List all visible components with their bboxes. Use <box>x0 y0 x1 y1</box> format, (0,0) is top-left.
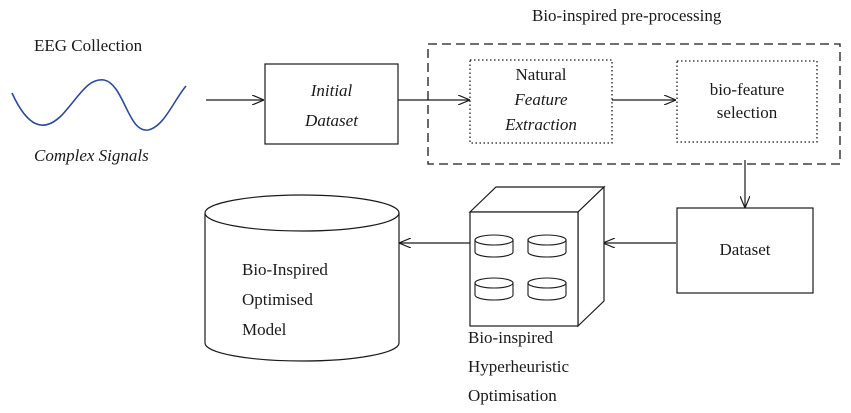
model-label-3: Model <box>242 320 287 339</box>
feature-selection-box <box>676 60 818 143</box>
dataset-box <box>676 207 814 294</box>
feature-extraction-label-2: Feature <box>514 90 568 109</box>
preprocessing-title: Bio-inspired pre-processing <box>532 6 722 25</box>
eeg-collection-label: EEG Collection <box>34 36 143 55</box>
model-label-1: Bio-Inspired <box>242 260 328 279</box>
hyperheuristic-cube <box>468 185 606 328</box>
initial-dataset-label-1: Initial <box>310 81 353 100</box>
optimised-model-cylinder <box>204 194 400 362</box>
initial-dataset-label-2: Dataset <box>305 111 358 130</box>
initial-dataset-box <box>264 63 399 145</box>
complex-signals-label: Complex Signals <box>34 146 149 165</box>
signal-wave <box>11 79 187 131</box>
feature-selection-label-1: bio-feature <box>709 80 785 99</box>
dataset-label: Dataset <box>719 240 771 259</box>
feature-extraction-box <box>469 59 613 144</box>
hyperheuristic-label-3: Optimisation <box>468 386 557 405</box>
hyperheuristic-label-1: Bio-inspired <box>468 328 553 347</box>
feature-selection-label-2: selection <box>716 103 778 122</box>
hyperheuristic-label-2: Hyperheuristic <box>468 357 570 376</box>
mini-database-icon <box>474 234 567 301</box>
model-label-2: Optimised <box>242 290 313 309</box>
feature-extraction-label-1: Natural <box>515 65 567 84</box>
feature-extraction-label-3: Extraction <box>505 115 577 134</box>
